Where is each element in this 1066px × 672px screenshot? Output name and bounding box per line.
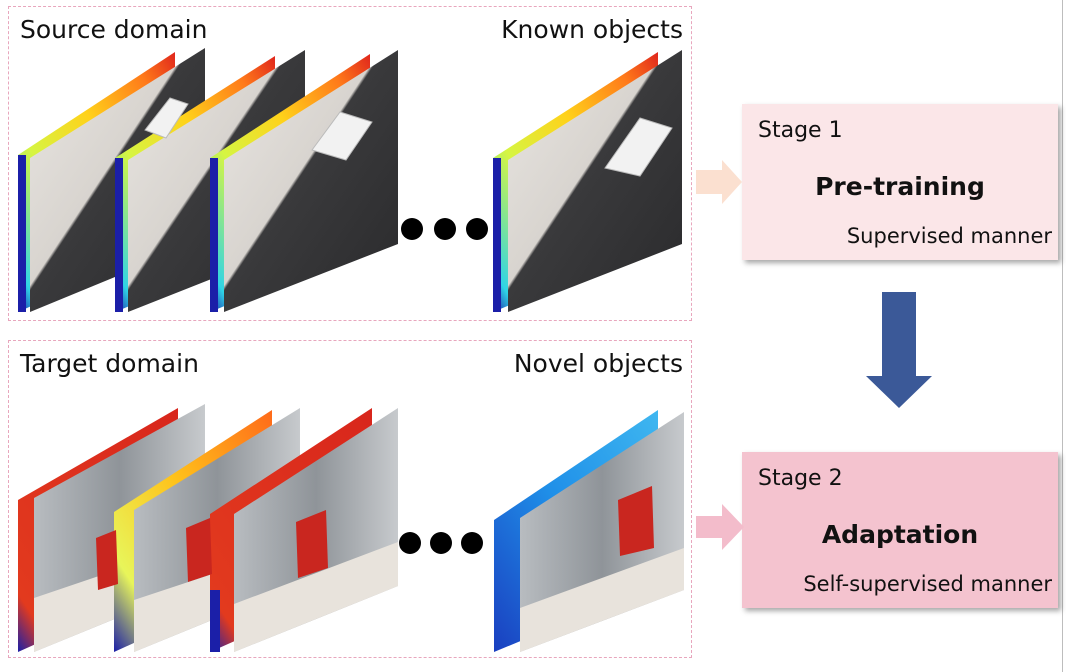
stage1-box: Stage 1 Pre-training Supervised manner — [742, 104, 1058, 260]
stage1-manner: Supervised manner — [846, 224, 1052, 248]
target-to-stage2-arrow-icon — [696, 504, 744, 550]
stage2-box: Stage 2 Adaptation Self-supervised manne… — [742, 452, 1058, 608]
target-cracker-box-icons — [96, 486, 654, 590]
novel-objects-label: Novel objects — [513, 349, 683, 378]
source-ellipsis — [401, 218, 488, 240]
stage2-title: Adaptation — [821, 520, 979, 549]
target-frame-group-4 — [494, 410, 684, 652]
stage2-number: Stage 2 — [758, 466, 843, 491]
target-ellipsis — [399, 532, 483, 554]
source-domain-label: Source domain — [20, 15, 208, 44]
frame-stacks — [18, 48, 684, 652]
right-edge-rule — [1062, 0, 1063, 672]
target-domain-panel: Target domain Novel objects — [8, 340, 692, 658]
source-domain-panel: Source domain Known objects — [8, 6, 692, 321]
stage1-to-stage2-arrow-icon — [866, 292, 932, 408]
source-frame-group-4 — [493, 50, 682, 312]
target-domain-label: Target domain — [20, 349, 199, 378]
source-to-stage1-arrow-icon — [696, 160, 742, 204]
stage2-manner: Self-supervised manner — [803, 572, 1052, 596]
stage1-title: Pre-training — [815, 172, 985, 201]
source-laptop-icons — [144, 97, 673, 177]
source-frame-group-3 — [210, 50, 398, 312]
stage1-number: Stage 1 — [758, 118, 843, 143]
known-objects-label: Known objects — [501, 15, 683, 44]
